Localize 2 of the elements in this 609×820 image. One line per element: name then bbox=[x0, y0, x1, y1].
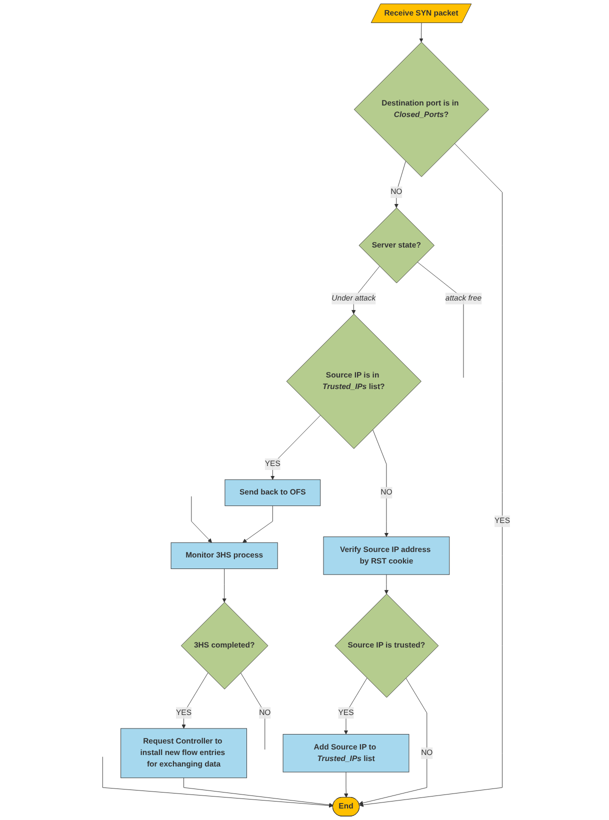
connector bbox=[417, 262, 464, 378]
connector bbox=[240, 672, 266, 750]
